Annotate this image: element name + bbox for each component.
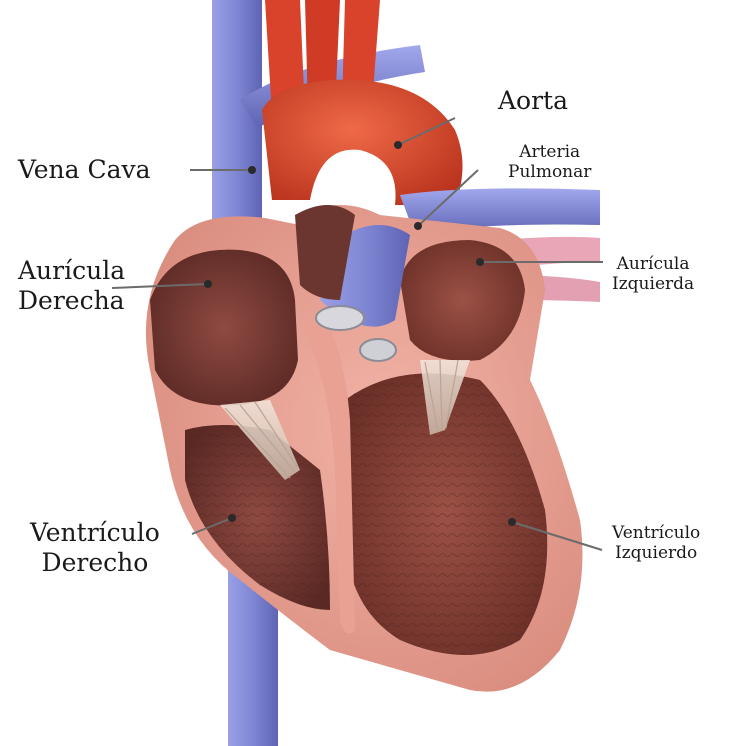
label-ventriculo-derecho: Ventrículo Derecho — [30, 518, 160, 577]
label-auricula-izquierda: Aurícula Izquierda — [612, 254, 694, 294]
label-auricula-derecha: Aurícula Derecha — [18, 256, 125, 315]
label-ventriculo-izquierdo: Ventrículo Izquierdo — [612, 523, 700, 563]
label-arteria-pulmonar: Arteria Pulmonar — [508, 142, 591, 182]
label-aorta: Aorta — [498, 86, 568, 116]
aortic-valve — [360, 339, 396, 361]
pulmonary-valve — [316, 306, 364, 330]
label-vena-cava: Vena Cava — [18, 155, 151, 185]
right-atrium-chamber — [150, 250, 298, 406]
aorta-arch — [262, 80, 463, 205]
